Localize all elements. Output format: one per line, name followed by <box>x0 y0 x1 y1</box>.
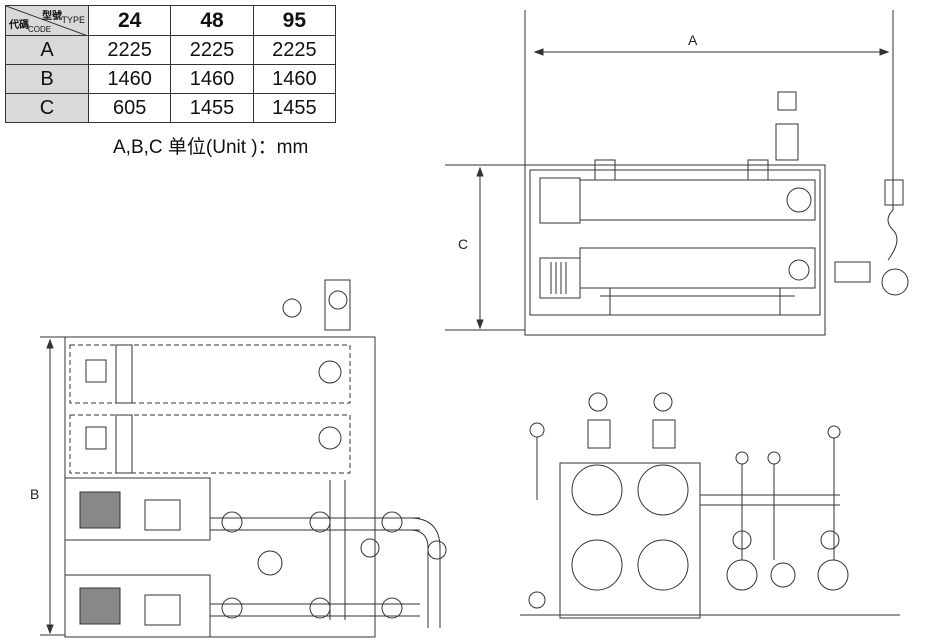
value-cell: 1455 <box>170 93 254 123</box>
value-cell: 1460 <box>87 64 172 94</box>
value-cell: 1460 <box>252 64 337 94</box>
front-view <box>520 392 900 619</box>
type-header: 95 <box>252 5 337 36</box>
code-label: CODE <box>28 25 52 34</box>
corner-header-cell: 型號 TYPE 代碼 CODE <box>5 5 89 36</box>
value-cell: 605 <box>87 93 172 123</box>
diagonal-divider <box>6 6 86 35</box>
dimension-b-label: B <box>30 486 40 502</box>
value-cell: 2225 <box>170 35 254 65</box>
code-cell: C <box>5 93 89 123</box>
top-view <box>40 279 447 638</box>
dimension-table: 型號 TYPE 代碼 CODE 24 48 95 A 2225 2225 222… <box>5 5 337 123</box>
unit-note: A,B,C 单位(Unit )：mm <box>113 137 309 158</box>
table-row: A 2225 2225 2225 <box>5 35 337 65</box>
dimension-a-label: A <box>688 32 698 48</box>
value-cell: 1455 <box>252 93 337 123</box>
value-cell: 2225 <box>87 35 172 65</box>
table-header-row: 型號 TYPE 代碼 CODE 24 48 95 <box>5 5 337 36</box>
table-row: B 1460 1460 1460 <box>5 64 337 94</box>
type-label: TYPE <box>61 15 85 25</box>
dimension-c-label: C <box>458 236 469 252</box>
code-cell: B <box>5 64 89 94</box>
side-view <box>445 10 909 336</box>
model-label-cn: 型號 <box>42 11 62 22</box>
table-row: C 605 1455 1455 <box>5 93 337 123</box>
code-cell: A <box>5 35 89 65</box>
code-label-cn: 代碼 <box>9 20 29 31</box>
